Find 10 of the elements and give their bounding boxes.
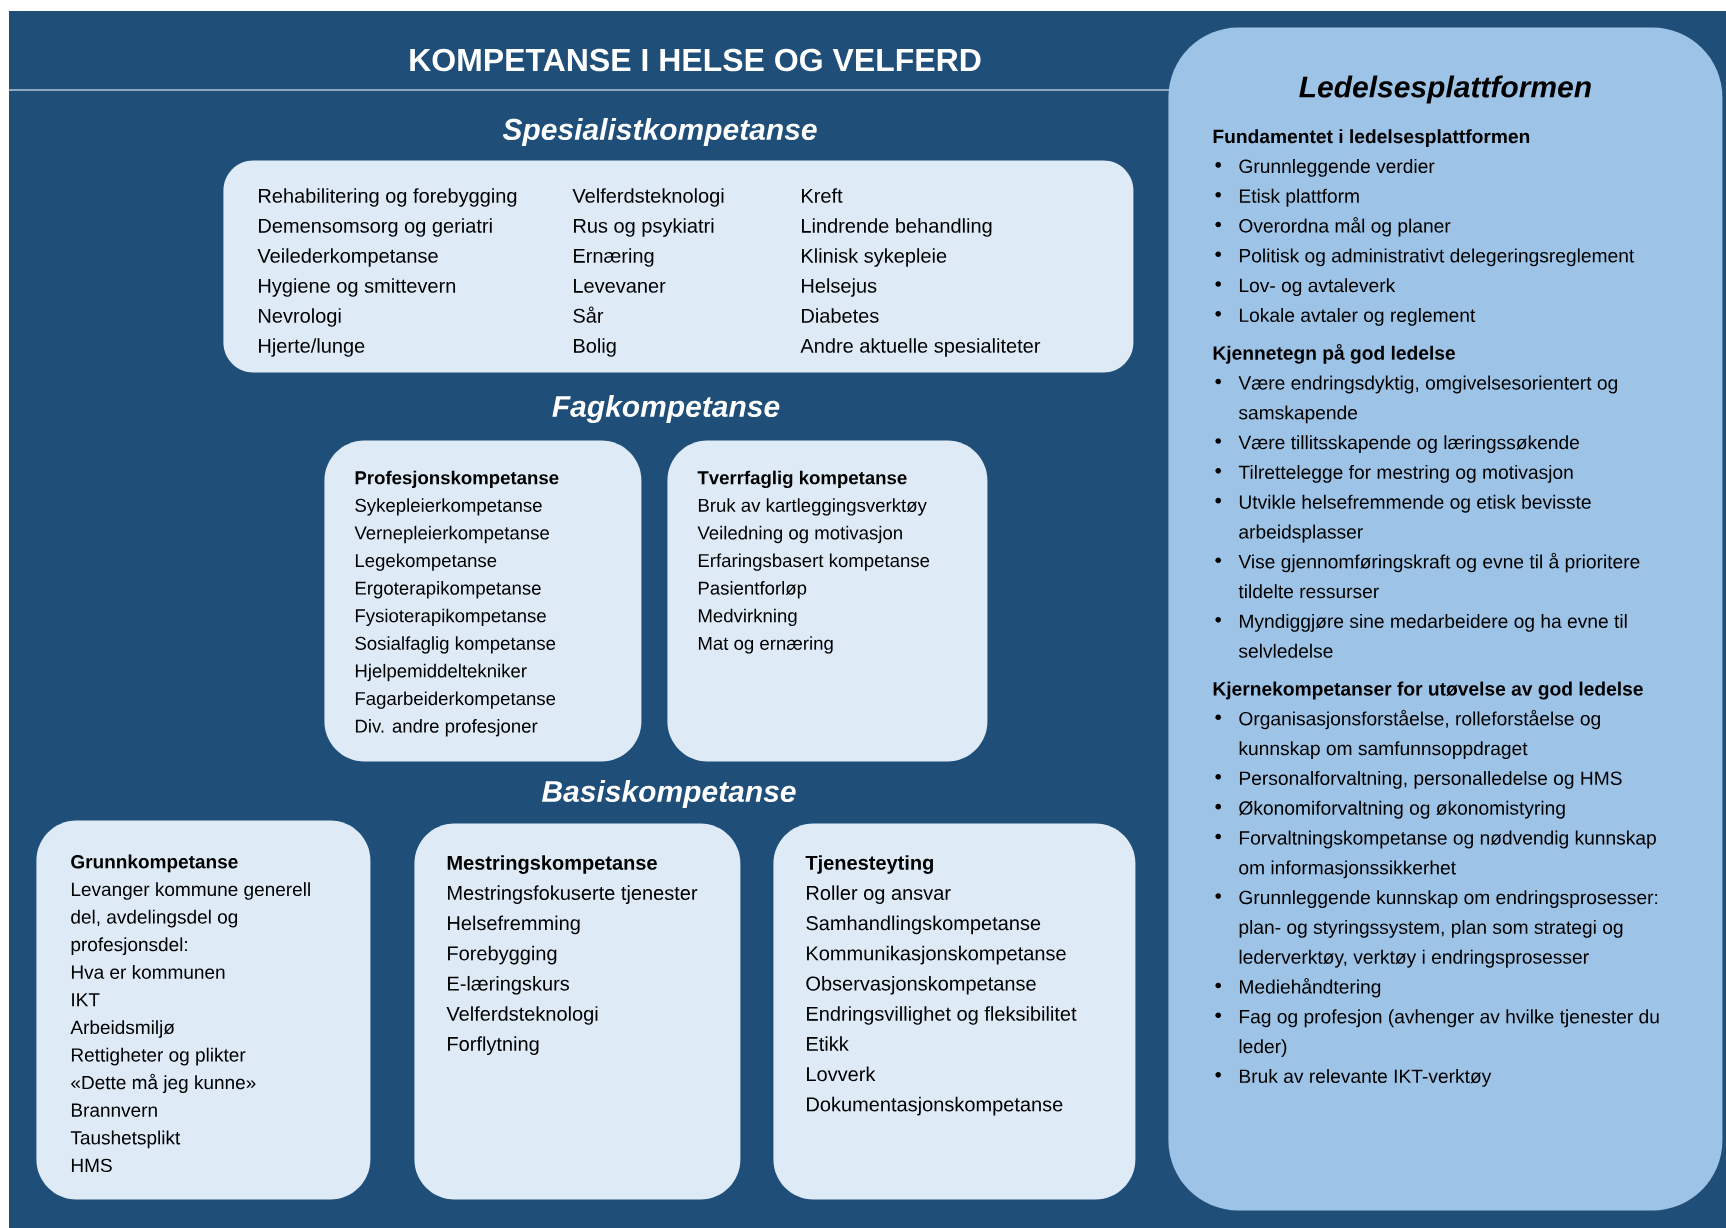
rounded-card: Rehabilitering og forebygging Demensomsorg og geriatri Veilederkompetanse Hygiene og smittevern Nevrologi Hjerte/lunge Velferdsteknologi Rus og psykiatri Ernæring Levevaner Sår Bolig Kreft Lindrende behandling Klinisk sykepleie Helsejus Diabetes Andre aktuelle spesialiteter <box>223 160 1134 373</box>
rounded-card: Mestringskompetanse Mestringsfokuserte tjenester Helsefremming Forebygging E-læringskurs Velferdsteknologi Forflytning <box>414 823 741 1200</box>
section-heading: Fagkompetanse <box>552 395 780 423</box>
title: KOMPETANSE I HELSE OG VELFERD <box>410 48 981 72</box>
sidebar-panel: Ledelsesplattformen Fundamentet i ledelsesplattformen Grunnleggende verdier Etisk plattform Overordna mål og planer Politisk og administrativt delegeringsreglement Lov- og avtaleverk Lokale avtaler og reglement Kjennetegn på god ledelse Være endringsdyktig, omgivelsesorientert og samskapende Være tillitsskapende og læringssøkende Tilrettelegge for mestring og motivasjon Utvikle helsefremmende og etisk bevisste arbeidsplasser Vise gjennomføringskraft og evne til å prioritere tildelte ressurser Myndiggjøre sine medarbeidere og ha evne til selvledelse Kjernekompetanser for utøvelse av god ledelse Organisasjonsforståelse, rolleforståelse og kunnskap om samfunnsoppdraget Personalforvaltning, personalledelse og HMS Økonomiforvaltning og økonomistyring Forvaltningskompetanse og nødvendig kunnskap om informasjonssikkerhet Grunnleggende kunnskap om endringsprosesser: plan- og styringssystem, plan som strategi og lederverktøy, verktøy i endringsprosesser Mediehåndtering Fag og profesjon (avhenger av hvilke tjenester du leder) Bruk av relevante IKT-verktøy <box>1168 27 1723 1211</box>
rounded-card: Tjenesteyting Roller og ansvar Samhandlingskompetanse Kommunikasjonskompetanse Observasjonskompetanse Endringsvillighet og fleksibilitet Etikk Lovverk Dokumentasjonskompetanse <box>773 823 1136 1200</box>
rounded-card: Grunnkompetanse Levanger kommune generell del, avdelingsdel og profesjonsdel: Hva er kommunen IKT Arbeidsmiljø Rettigheter og plikter «Dette må jeg kunne» Brannvern Taushetsplikt HMS <box>36 820 371 1200</box>
section-heading: Basiskompetanse <box>542 780 796 808</box>
rounded-card: Profesjonskompetanse Sykepleierkompetanse Vernepleierkompetanse Legekompetanse Ergoterapikompetanse Fysioterapikompetanse Sosialfaglig kompetanse Hjelpemiddeltekniker Fagarbeiderkompetanse Div. andre profesjoner <box>324 440 642 762</box>
rounded-card: Tverrfaglig kompetanse Bruk av kartleggingsverktøy Veiledning og motivasjon Erfaringsbasert kompetanse Pasientforløp Medvirkning Mat og ernæring <box>667 440 988 762</box>
